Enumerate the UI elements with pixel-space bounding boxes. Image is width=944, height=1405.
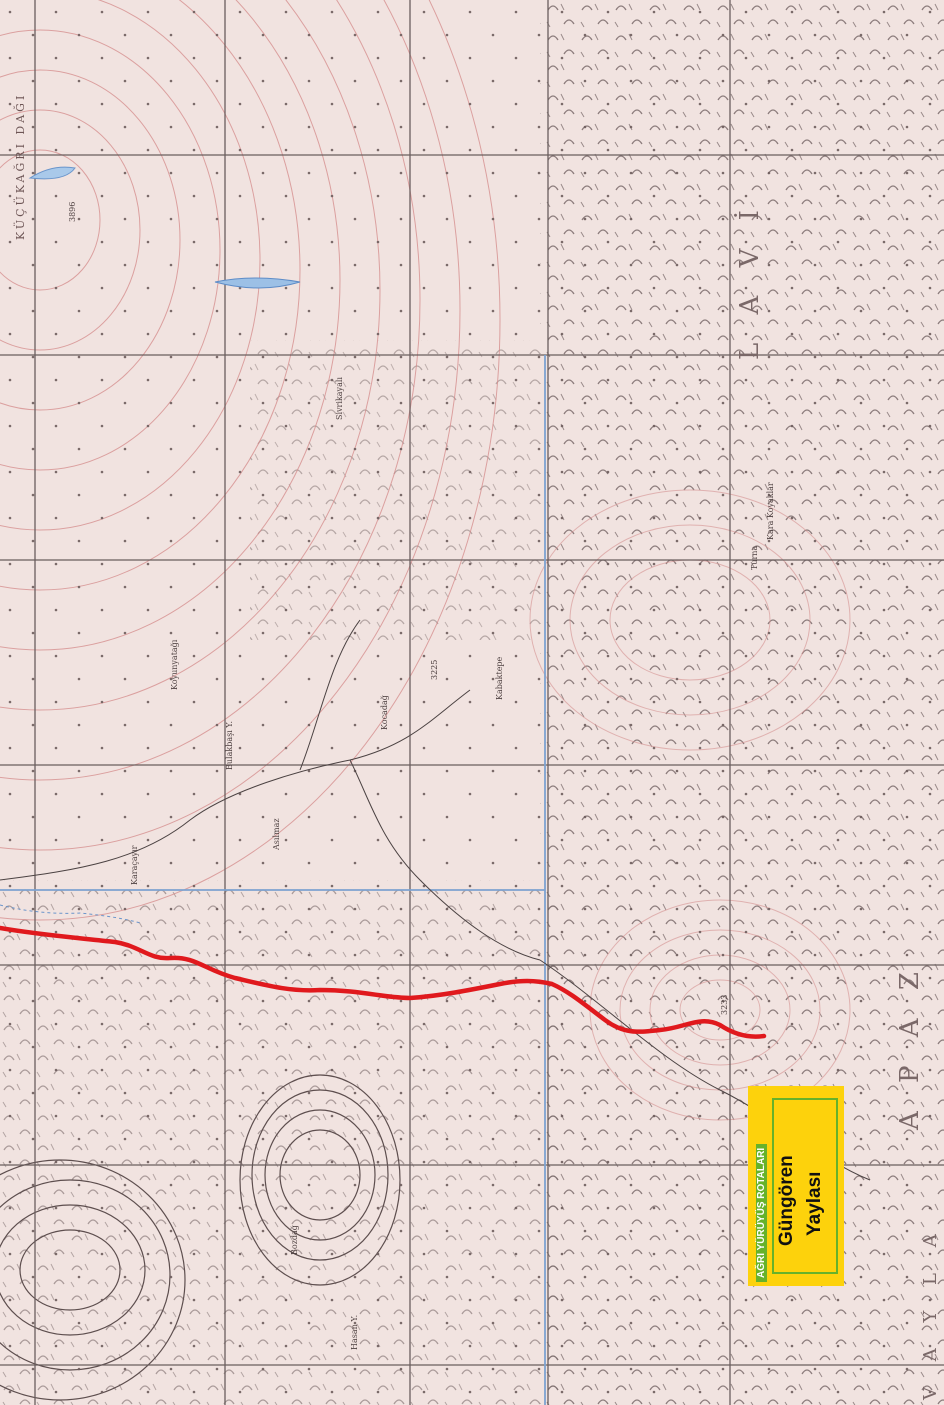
label-elevation-3: 3233 [720,994,729,1015]
label-hasan: Hasan Y. [350,1314,359,1350]
badge-frame [772,1098,838,1274]
badge-title-line1: Güngören [776,1155,797,1246]
hiking-route [0,925,767,1039]
label-mountain: KÜÇÜKAĞRI DAĞI [14,92,27,240]
label-sivrikaya: Sivrikayalı [335,377,344,420]
route-badge: AĞRI YÜRÜYÜŞ ROTALARI Güngören Yaylası [748,1086,844,1286]
label-turna: Turna [750,545,759,570]
label-region-bottom: A P A Z [895,962,925,1130]
label-elevation-2: 3225 [430,659,439,680]
label-bozdag: Bozdağ [290,1225,299,1255]
badge-top-line: AĞRI YÜRÜYÜŞ ROTALARI [756,1143,767,1282]
label-bulakbasi: Bulakbaşı Y. [225,720,234,770]
label-peak-elevation: 3896 [68,201,77,222]
label-koyunyatagi: Koyunyatağı [170,639,179,690]
label-kocadag: Kocadağ [380,695,389,730]
label-region-top: L A V İ [735,200,765,360]
label-kara-koyaklar: Kara Koyaklar [766,482,775,540]
label-karacayir: Karaçayır [130,845,139,886]
label-asilmaz: Asılmaz [272,818,281,850]
label-region-bottom2: V A Y L A [920,1224,941,1400]
label-kabaktepe: Kabaktepe [495,656,504,700]
badge-title-line2: Yaylası [804,1171,825,1236]
